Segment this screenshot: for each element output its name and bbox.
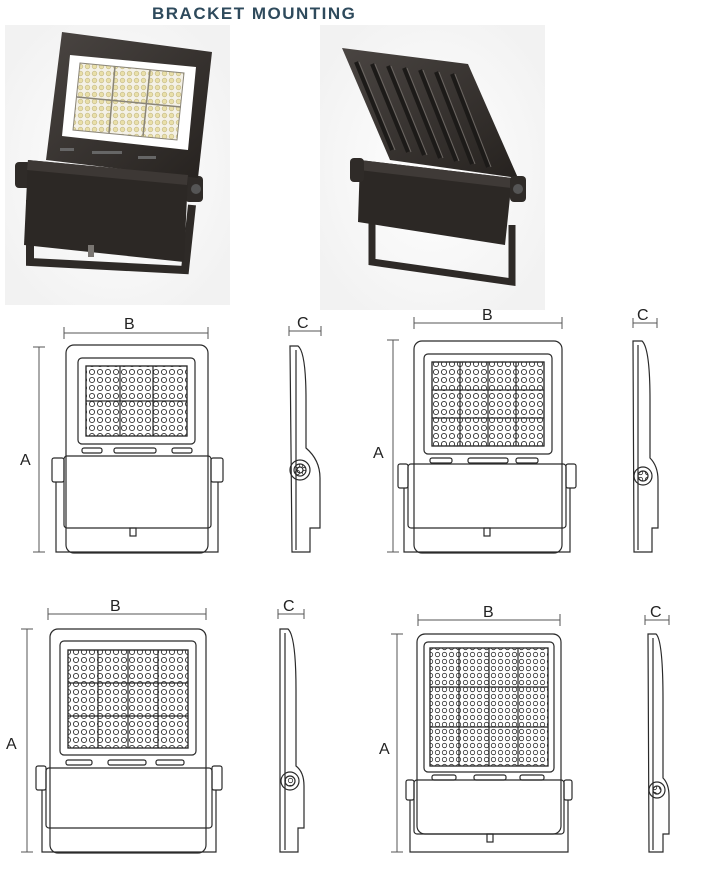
dimension-b-line [47,608,207,620]
dimension-c-line [632,318,658,328]
label-c-large: C [283,598,295,615]
dimension-b-line [413,317,563,329]
label-a-xlarge: A [379,741,390,758]
label-b-large: B [110,598,121,615]
drawing-xlarge [391,614,670,853]
drawing-small [33,326,322,554]
dimension-a-line [391,633,403,853]
dimension-a-line [33,346,45,553]
dimension-b-line [417,614,561,626]
label-a-large: A [6,736,17,753]
label-a-small: A [20,452,31,469]
dimension-b-line [63,327,209,339]
drawing-large [21,608,305,854]
label-c-xlarge: C [650,604,662,621]
label-c-medium: C [637,307,649,324]
label-b-xlarge: B [483,604,494,621]
dimension-a-line [387,339,399,553]
dimension-a-line [21,628,33,853]
label-a-medium: A [373,445,384,462]
label-c-small: C [297,315,309,332]
page-title: BRACKET MOUNTING [152,4,357,23]
drawing-medium [387,317,659,554]
dimension-c-line [288,326,322,336]
photo-back-view [320,25,545,310]
dimension-c-line [277,609,305,619]
label-b-small: B [124,316,135,333]
dimension-c-line [644,615,670,625]
photo-front-view [5,25,230,305]
label-b-medium: B [482,307,493,324]
